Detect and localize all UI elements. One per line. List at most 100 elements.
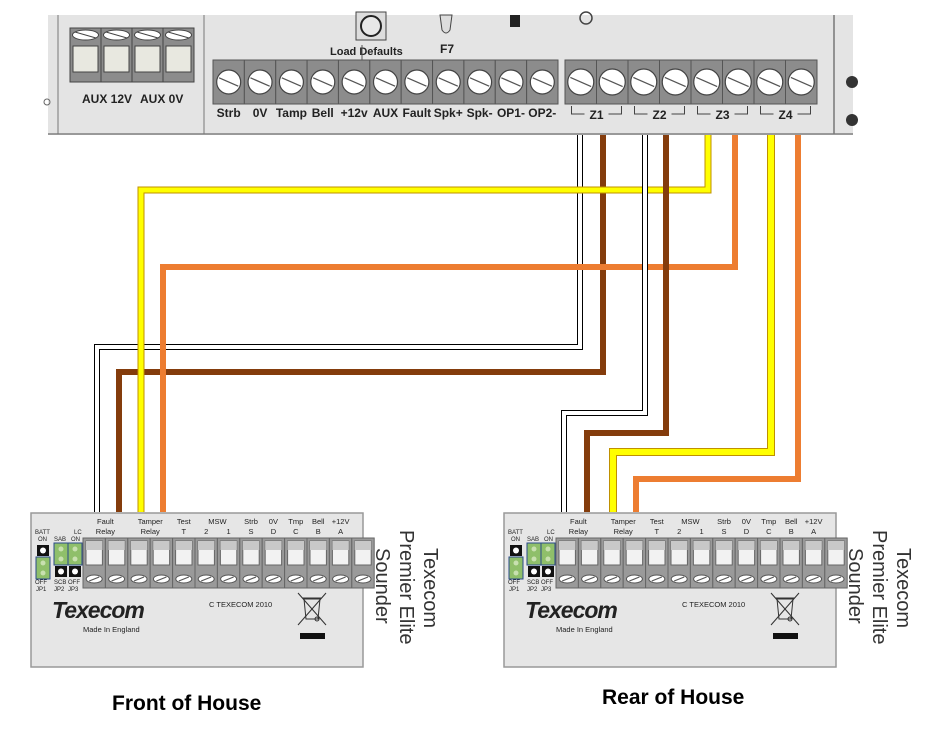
terminal-label: OP2- [528, 106, 556, 120]
jumper-label: ON [38, 537, 47, 543]
jumper-label: LC [74, 530, 82, 536]
load-defaults-button[interactable] [355, 11, 387, 41]
sounder-terminal-label: Tmp [288, 517, 303, 526]
zone-terminal[interactable] [564, 59, 597, 105]
brand-logo: Texecom [52, 597, 144, 623]
panel-terminal[interactable] [369, 59, 402, 105]
sounder-terminal-label: +12V [332, 517, 350, 526]
terminal-label: Fault [403, 106, 432, 120]
sounder-terminal-label: +12V [805, 517, 823, 526]
caption-rear-of-house: Rear of House [602, 686, 745, 709]
sounder-terminal-label: A [338, 527, 343, 536]
f7-switch-icon[interactable] [439, 14, 453, 34]
sounder-terminal[interactable] [216, 537, 241, 589]
panel-terminal[interactable] [243, 59, 277, 105]
zone-terminal[interactable] [659, 59, 692, 105]
sounder-terminal[interactable] [351, 537, 375, 589]
sounder-terminal[interactable] [757, 537, 781, 589]
zone-label: Z4 [778, 108, 792, 122]
jumper-block[interactable] [508, 542, 556, 580]
sounder-terminal[interactable] [824, 537, 848, 589]
sounder-terminal-label: 1 [700, 527, 704, 536]
sounder-terminal[interactable] [779, 537, 803, 589]
panel-terminal[interactable] [432, 59, 465, 105]
jumper-label: JP1 [36, 587, 47, 593]
jumper-label: LC [547, 530, 555, 536]
panel-terminal[interactable] [275, 59, 308, 105]
jumper-label: SCB [54, 580, 66, 586]
jumper-label: BATT [35, 530, 50, 536]
panel-terminal[interactable] [337, 59, 371, 105]
terminal-label: Tamp [276, 106, 307, 120]
sounder-terminal-label: Tamper [138, 517, 164, 526]
logo-icon [510, 15, 520, 27]
zone-terminal[interactable] [690, 59, 723, 105]
jumper-label: SAB [54, 537, 66, 543]
jumper-block[interactable] [35, 542, 83, 580]
zone-terminal[interactable] [753, 59, 786, 105]
sounder-terminal[interactable] [801, 537, 826, 589]
sounder-rear-title: Premier Elite [867, 530, 891, 644]
sounder-terminal[interactable] [172, 537, 196, 589]
sounder-terminal[interactable] [555, 537, 579, 589]
panel-terminal[interactable] [400, 59, 434, 105]
sounder-terminal-label: 2 [204, 527, 208, 536]
sounder-terminal-label: C [766, 527, 772, 536]
sounder-terminal[interactable] [645, 537, 669, 589]
panel-terminal[interactable] [212, 59, 245, 105]
zone-terminal[interactable] [627, 59, 660, 105]
sounder-terminal-label: 2 [677, 527, 681, 536]
aux-terminal [131, 27, 164, 83]
sounder-terminal[interactable] [600, 537, 624, 589]
sounder-terminal[interactable] [306, 537, 330, 589]
zone-label: Z1 [589, 108, 603, 122]
load-defaults-label: Load Defaults [330, 46, 403, 58]
sounder-terminal[interactable] [328, 537, 353, 589]
title-line: Premier Elite [395, 530, 417, 645]
sounder-front-title: Sounder [370, 548, 394, 624]
sounder-terminal-label: Bell [312, 517, 325, 526]
zone-terminal[interactable] [785, 59, 818, 105]
sounder-terminal[interactable] [734, 537, 759, 589]
wire-orange-rear [633, 135, 801, 512]
sounder-terminal[interactable] [667, 537, 691, 589]
sounder-terminal-label: Strb [244, 517, 258, 526]
title-line: Premier Elite [868, 530, 890, 645]
jumper-label: OFF [68, 580, 80, 586]
wire-brown-rear [584, 135, 669, 512]
aux-terminal [100, 27, 133, 83]
sounder-terminal[interactable] [149, 537, 174, 589]
zone-terminal[interactable] [722, 59, 755, 105]
sounder-terminal[interactable] [239, 537, 263, 589]
terminal-label: Bell [312, 106, 334, 120]
sounder-terminal[interactable] [127, 537, 151, 589]
sounder-terminal[interactable] [622, 537, 647, 589]
sounder-terminal[interactable] [577, 537, 602, 589]
sounder-terminal-label: Relay [141, 527, 160, 536]
sounder-front-title: Premier Elite [394, 530, 418, 644]
copyright-label: C TEXECOM 2010 [682, 600, 745, 609]
sounder-terminal[interactable] [689, 537, 714, 589]
wire-yellow-front [137, 135, 712, 512]
jumper-label: JP1 [509, 587, 520, 593]
terminal-label: Spk+ [434, 106, 463, 120]
weee-bin-icon [297, 592, 327, 639]
jumper-label: OFF [35, 580, 47, 586]
zone-terminal[interactable] [596, 59, 629, 105]
panel-terminal[interactable] [526, 59, 559, 105]
aux-12v-label: AUX 12V [82, 92, 132, 106]
panel-terminal[interactable] [463, 59, 496, 105]
sounder-terminal[interactable] [261, 537, 286, 589]
panel-terminal[interactable] [494, 59, 528, 105]
sounder-terminal[interactable] [82, 537, 106, 589]
jumper-label: SCB [527, 580, 539, 586]
terminal-label: OP1- [497, 106, 525, 120]
sounder-terminal-label: 0V [742, 517, 751, 526]
sounder-terminal[interactable] [284, 537, 308, 589]
sounder-terminal[interactable] [194, 537, 218, 589]
caption-front-of-house: Front of House [112, 692, 262, 715]
sounder-terminal[interactable] [712, 537, 736, 589]
sounder-terminal[interactable] [104, 537, 129, 589]
panel-terminal[interactable] [306, 59, 339, 105]
title-line: Sounder [844, 548, 866, 624]
